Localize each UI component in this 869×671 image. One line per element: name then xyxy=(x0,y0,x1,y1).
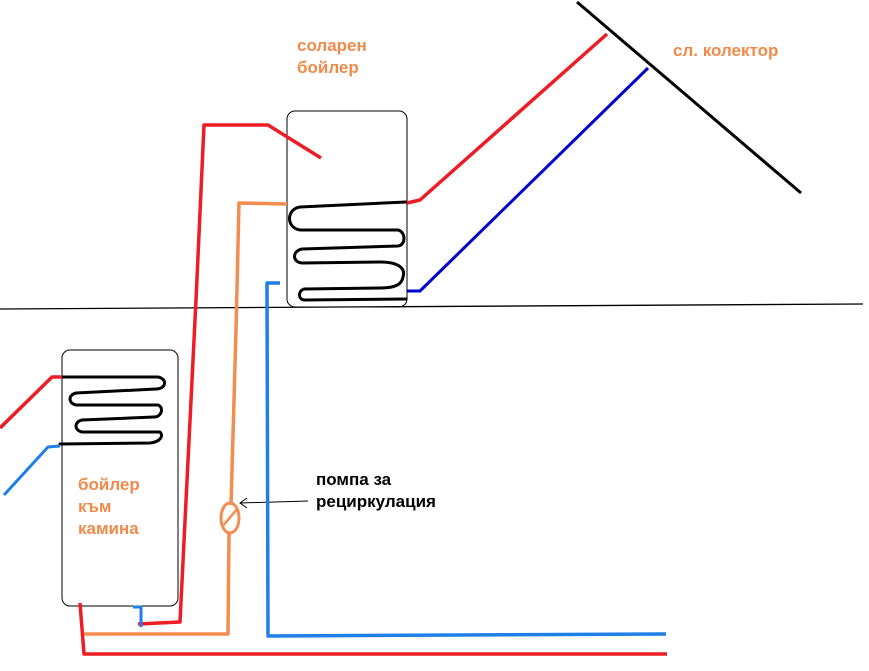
fireplace-boiler-label-line3: камина xyxy=(78,519,139,538)
fireplace-boiler-cold-stub xyxy=(133,605,143,627)
collector-hot-pipe xyxy=(406,32,609,205)
solar-boiler-coil xyxy=(288,200,408,302)
collector-cold-pipe xyxy=(407,66,650,293)
solar-boiler-label-line2: бойлер xyxy=(297,58,359,77)
collector-label: сл. колектор xyxy=(673,41,778,60)
fireplace-boiler-label-line2: към xyxy=(78,497,111,516)
pump-label-arrow xyxy=(239,500,309,504)
fireplace-hot-inlet-pipe xyxy=(0,375,62,430)
solar-boiler-label-line1: соларен xyxy=(297,36,367,55)
pump-label-line2: рециркулация xyxy=(316,492,436,511)
recirculation-pipe-lower xyxy=(84,532,231,636)
pump-label-line1: помпа за xyxy=(316,470,392,489)
solar-boiler-tank xyxy=(286,110,408,308)
hot-water-main-pipe xyxy=(137,123,322,626)
pump-label-arrowhead xyxy=(239,497,248,509)
fireplace-boiler-tank xyxy=(61,349,179,607)
recirculation-pipe xyxy=(229,201,288,506)
solar-collector xyxy=(576,0,802,195)
bottom-hot-pipe xyxy=(78,602,667,656)
pump-symbol-line xyxy=(221,507,239,528)
fireplace-cold-inlet-pipe xyxy=(2,444,61,497)
ground-line xyxy=(0,303,864,310)
fireplace-boiler-coil xyxy=(56,375,166,446)
recirculation-pump xyxy=(219,501,241,535)
fireplace-boiler-label-line1: бойлер xyxy=(78,475,140,494)
cold-water-supply-pipe xyxy=(265,281,667,638)
